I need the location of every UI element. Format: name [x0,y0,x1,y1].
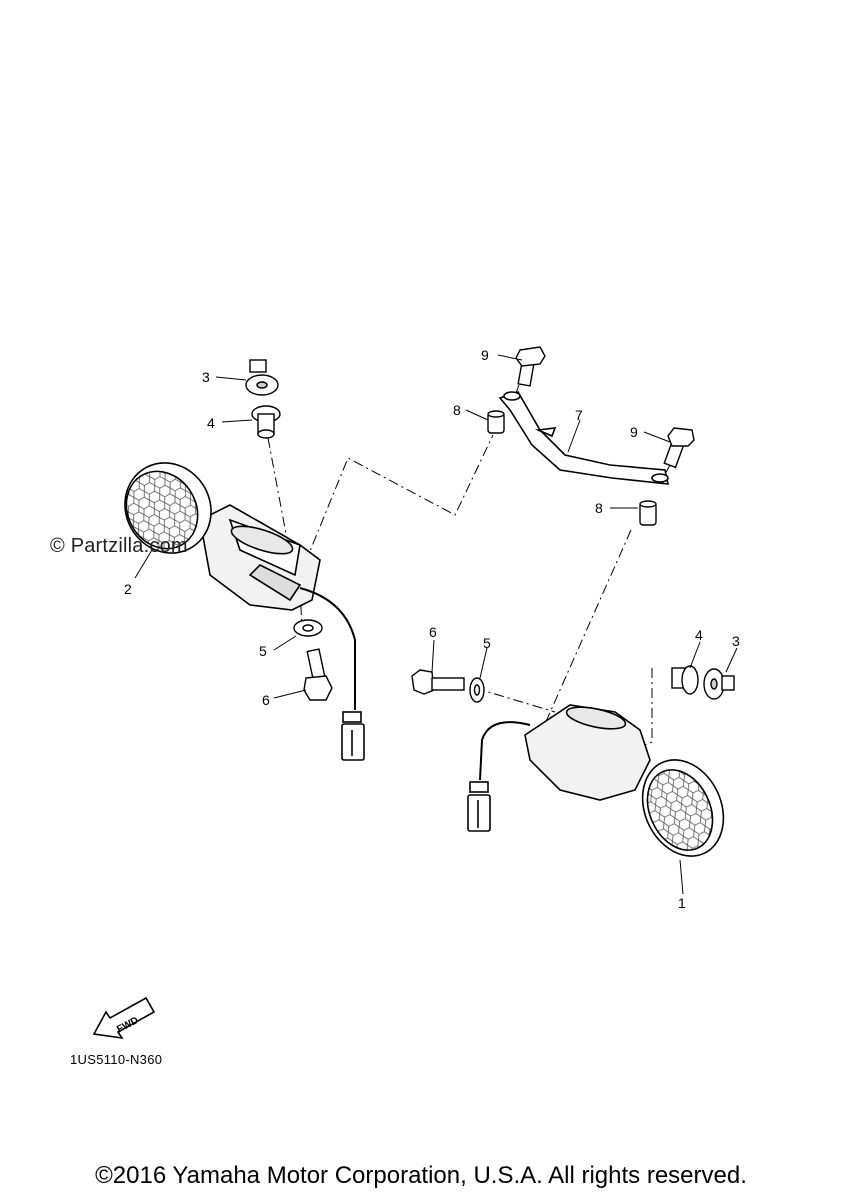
callout-9-top: 9 [481,347,489,363]
callout-6-left: 6 [262,692,270,708]
callout-3-left: 3 [202,369,210,385]
callout-4-right: 4 [695,627,703,643]
callout-9-bottom: 9 [630,424,638,440]
callout-8-top: 8 [453,402,461,418]
dash-guide-lines [267,384,671,756]
callout-1: 1 [678,895,686,911]
bolt-6-right [411,669,465,695]
partzilla-watermark: © Partzilla.com [50,535,188,557]
collar-8-bottom [639,500,657,526]
callout-6-right: 6 [429,624,437,640]
nut-3-left [245,359,279,396]
callout-5-left: 5 [259,643,267,659]
grommet-4-left [251,405,281,439]
callout-2: 2 [124,581,132,597]
grommet-4-right [671,665,699,695]
bolt-6-left [303,648,333,701]
collar-8-top [487,410,505,434]
callout-4-left: 4 [207,415,215,431]
callout-8-bottom: 8 [595,500,603,516]
diagram-code: 1US5110-N360 [70,1052,163,1067]
fwd-arrow-icon: FWD [92,996,156,1040]
bolt-9-bottom [663,427,695,469]
copyright-notice: ©2016 Yamaha Motor Corporation, U.S.A. A… [95,1162,747,1189]
callout-5-right: 5 [483,635,491,651]
washer-5-right [469,677,485,703]
washer-5-left [293,619,323,637]
leader-lines [134,354,738,895]
callout-3-right: 3 [732,633,740,649]
bolt-9-top [515,346,546,387]
callout-7: 7 [575,407,583,423]
nut-3-right [703,668,735,700]
left-turn-signal [124,462,365,761]
bracket [498,391,670,485]
right-turn-signal [467,704,725,857]
